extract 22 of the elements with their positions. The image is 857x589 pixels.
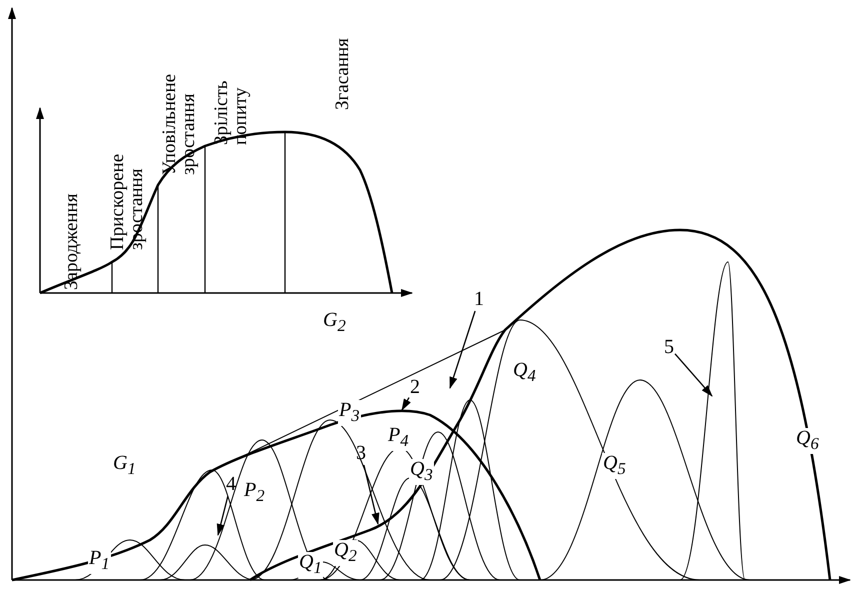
stage-label: Прискорене зростання: [108, 152, 146, 250]
curve-label: P$_{4}$: [387, 425, 410, 451]
callout-number: 4: [226, 473, 236, 495]
leader-arrow: [216, 496, 229, 536]
curve-label: Q$_{1}$: [298, 552, 323, 578]
curve-label: Q$_{3}$: [409, 459, 434, 485]
callout-number: 5: [664, 336, 674, 358]
curve-label: Q$_{2}$: [333, 540, 358, 566]
curve-label: P$_{3}$: [338, 400, 361, 426]
stage-label: Зародження: [62, 192, 81, 290]
leader-arrow: [674, 353, 713, 397]
callout-number: 3: [356, 442, 366, 464]
curve-label: Q$_{6}$: [795, 428, 820, 454]
leader-arrow: [363, 464, 380, 525]
curve-label: P$_{1}$: [88, 548, 111, 574]
callout-number: 2: [410, 376, 420, 398]
stage-label: Згасання: [333, 37, 352, 110]
callout-number: 1: [474, 288, 484, 310]
leader-arrow: [401, 397, 411, 411]
stage-label: Уповільнене зростання: [160, 72, 198, 175]
curve-label: Q$_{5}$: [602, 453, 627, 479]
leader-arrow: [449, 310, 476, 389]
